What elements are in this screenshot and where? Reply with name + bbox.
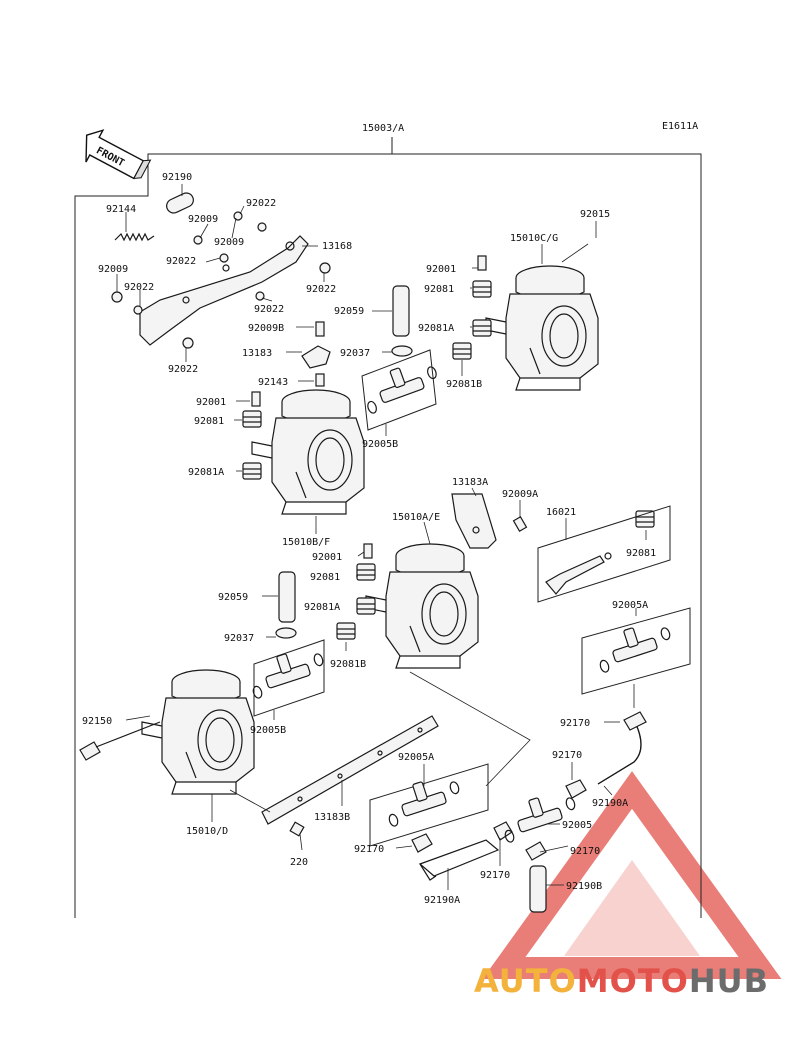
callout-92190b: 92190B (566, 881, 602, 892)
callout-92022: 92022 (254, 304, 284, 315)
callout-92170: 92170 (570, 846, 600, 857)
tee-92005b-lower (244, 639, 329, 717)
callout-13168: 13168 (322, 241, 352, 252)
callout-220: 220 (290, 857, 308, 868)
callout-92170: 92170 (560, 718, 590, 729)
callout-15010c-g: 15010C/G (510, 233, 558, 244)
small-fasteners (111, 211, 331, 387)
callout-92005b: 92005B (362, 439, 398, 450)
callout-92190a: 92190A (592, 798, 628, 809)
watermark-logo: AUTOMOTOHUB (474, 962, 769, 1002)
tee-92005a-right (581, 607, 691, 695)
callout-92059: 92059 (334, 306, 364, 317)
callout-92143: 92143 (258, 377, 288, 388)
connector-lines (229, 671, 635, 813)
callout-92022: 92022 (168, 364, 198, 375)
assembly-label: 15003/A (362, 123, 404, 134)
front-arrow-icon: FRONT (85, 129, 152, 180)
carburetor-15010c-g (485, 265, 599, 391)
leader-lines (116, 184, 647, 890)
callout-92081: 92081 (310, 572, 340, 583)
callout-92009a: 92009A (502, 489, 538, 500)
callout-92009: 92009 (188, 214, 218, 225)
logo-part-moto: MOTO (576, 962, 689, 1000)
pipe-92190 (166, 192, 194, 214)
callout-92005b: 92005B (250, 725, 286, 736)
callout-15010-d: 15010/D (186, 826, 228, 837)
logo-part-hub: HUB (688, 962, 770, 1000)
callout-92005: 92005 (562, 820, 592, 831)
assembly-frame: 15003/A (74, 123, 702, 918)
callout-92170: 92170 (480, 870, 510, 881)
callout-92005a: 92005A (398, 752, 434, 763)
callout-92081: 92081 (194, 416, 224, 427)
callout-92001: 92001 (312, 552, 342, 563)
bracket-13183a (451, 493, 528, 549)
bracket-13168 (139, 235, 309, 346)
callout-92170: 92170 (552, 750, 582, 761)
bar-13183b (261, 715, 439, 825)
carburetor-15010a-e (365, 543, 479, 669)
part-16021 (537, 505, 671, 603)
callout-92005a: 92005A (612, 600, 648, 611)
callout-92190a: 92190A (424, 895, 460, 906)
spring-92144 (114, 232, 155, 242)
logo-part-auto: AUTO (474, 962, 577, 1000)
watermark-triangle (482, 771, 782, 979)
callout-92081: 92081 (626, 548, 656, 559)
callout-92001: 92001 (426, 264, 456, 275)
callout-92037: 92037 (340, 348, 370, 359)
callout-92022: 92022 (306, 284, 336, 295)
callout-92009b: 92009B (248, 323, 284, 334)
callout-92150: 92150 (82, 716, 112, 727)
callout-labels: 92190 92144 92009 92022 92009 92022 9200… (82, 172, 656, 906)
callout-92022: 92022 (166, 256, 196, 267)
callout-15010b-f: 15010B/F (282, 537, 330, 548)
callout-92037: 92037 (224, 633, 254, 644)
callout-16021: 16021 (546, 507, 576, 518)
callout-92001: 92001 (196, 397, 226, 408)
diagram-code: E1611A (662, 121, 698, 132)
carburetor-15010-d (141, 669, 255, 795)
callout-13183: 13183 (242, 348, 272, 359)
callout-92081a: 92081A (418, 323, 454, 334)
tee-92005a-center (369, 763, 489, 847)
hoses (411, 711, 647, 913)
callout-92081: 92081 (424, 284, 454, 295)
tubes-92059 (278, 285, 410, 623)
callout-92081b: 92081B (446, 379, 482, 390)
callout-92144: 92144 (106, 204, 136, 215)
callout-92059: 92059 (218, 592, 248, 603)
callout-92015: 92015 (580, 209, 610, 220)
screws (79, 721, 305, 837)
tee-92005b-upper (358, 349, 443, 431)
jets-and-springs (242, 255, 655, 640)
callout-13183b: 13183B (314, 812, 350, 823)
callout-92081a: 92081A (304, 602, 340, 613)
callout-13183a: 13183A (452, 477, 488, 488)
callout-92009: 92009 (214, 237, 244, 248)
carburetor-15010b-f (251, 389, 365, 515)
callout-92190: 92190 (162, 172, 192, 183)
callout-92022: 92022 (124, 282, 154, 293)
callout-92009: 92009 (98, 264, 128, 275)
callout-92170: 92170 (354, 844, 384, 855)
callout-92081b: 92081B (330, 659, 366, 670)
tee-92005 (496, 786, 581, 844)
callout-92022: 92022 (246, 198, 276, 209)
callout-92081a: 92081A (188, 467, 224, 478)
callout-15010a-e: 15010A/E (392, 512, 440, 523)
